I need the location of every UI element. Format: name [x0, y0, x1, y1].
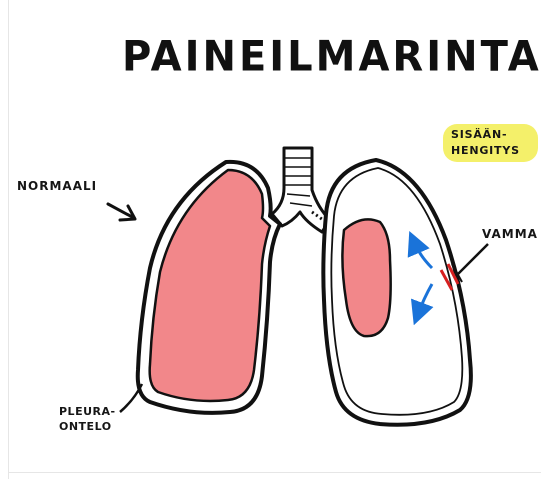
injury-pointer-line — [456, 244, 488, 276]
left-lung — [150, 170, 270, 401]
collapsed-right-lung — [342, 219, 390, 336]
pleural-cavity-pointer-line — [120, 384, 142, 412]
normal-arrow-icon — [108, 204, 135, 220]
